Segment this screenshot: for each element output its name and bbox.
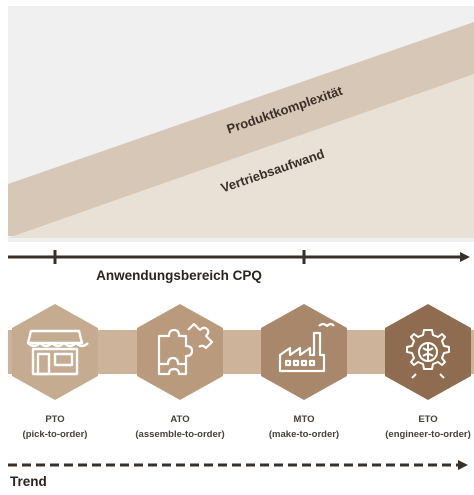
stage-hex-ato: [137, 304, 223, 400]
stage-hex-pto: [12, 304, 98, 400]
stage-code-pto: PTO: [45, 414, 64, 425]
puzzle-icon: [157, 322, 214, 376]
sales-effort-wedge: [8, 74, 474, 238]
stage-desc-ato: (assemble-to-order): [135, 429, 224, 440]
stage-code-eto: ETO: [418, 414, 437, 425]
store-icon: [26, 329, 89, 376]
gear-brain-icon: [406, 329, 450, 379]
stage-desc-eto: (engineer-to-order): [385, 429, 471, 440]
factory-icon: [278, 322, 335, 373]
stage-hex-eto: [385, 304, 471, 400]
trend-axis-title: Trend: [10, 474, 47, 489]
stage-desc-pto: (pick-to-order): [23, 429, 88, 440]
stage-code-ato: ATO: [170, 414, 189, 425]
stage-desc-mto: (make-to-order): [269, 429, 339, 440]
stage-hex-mto: [261, 304, 347, 400]
cpq-axis-title: Anwendungsbereich CPQ: [96, 268, 262, 283]
stage-code-mto: MTO: [294, 414, 315, 425]
